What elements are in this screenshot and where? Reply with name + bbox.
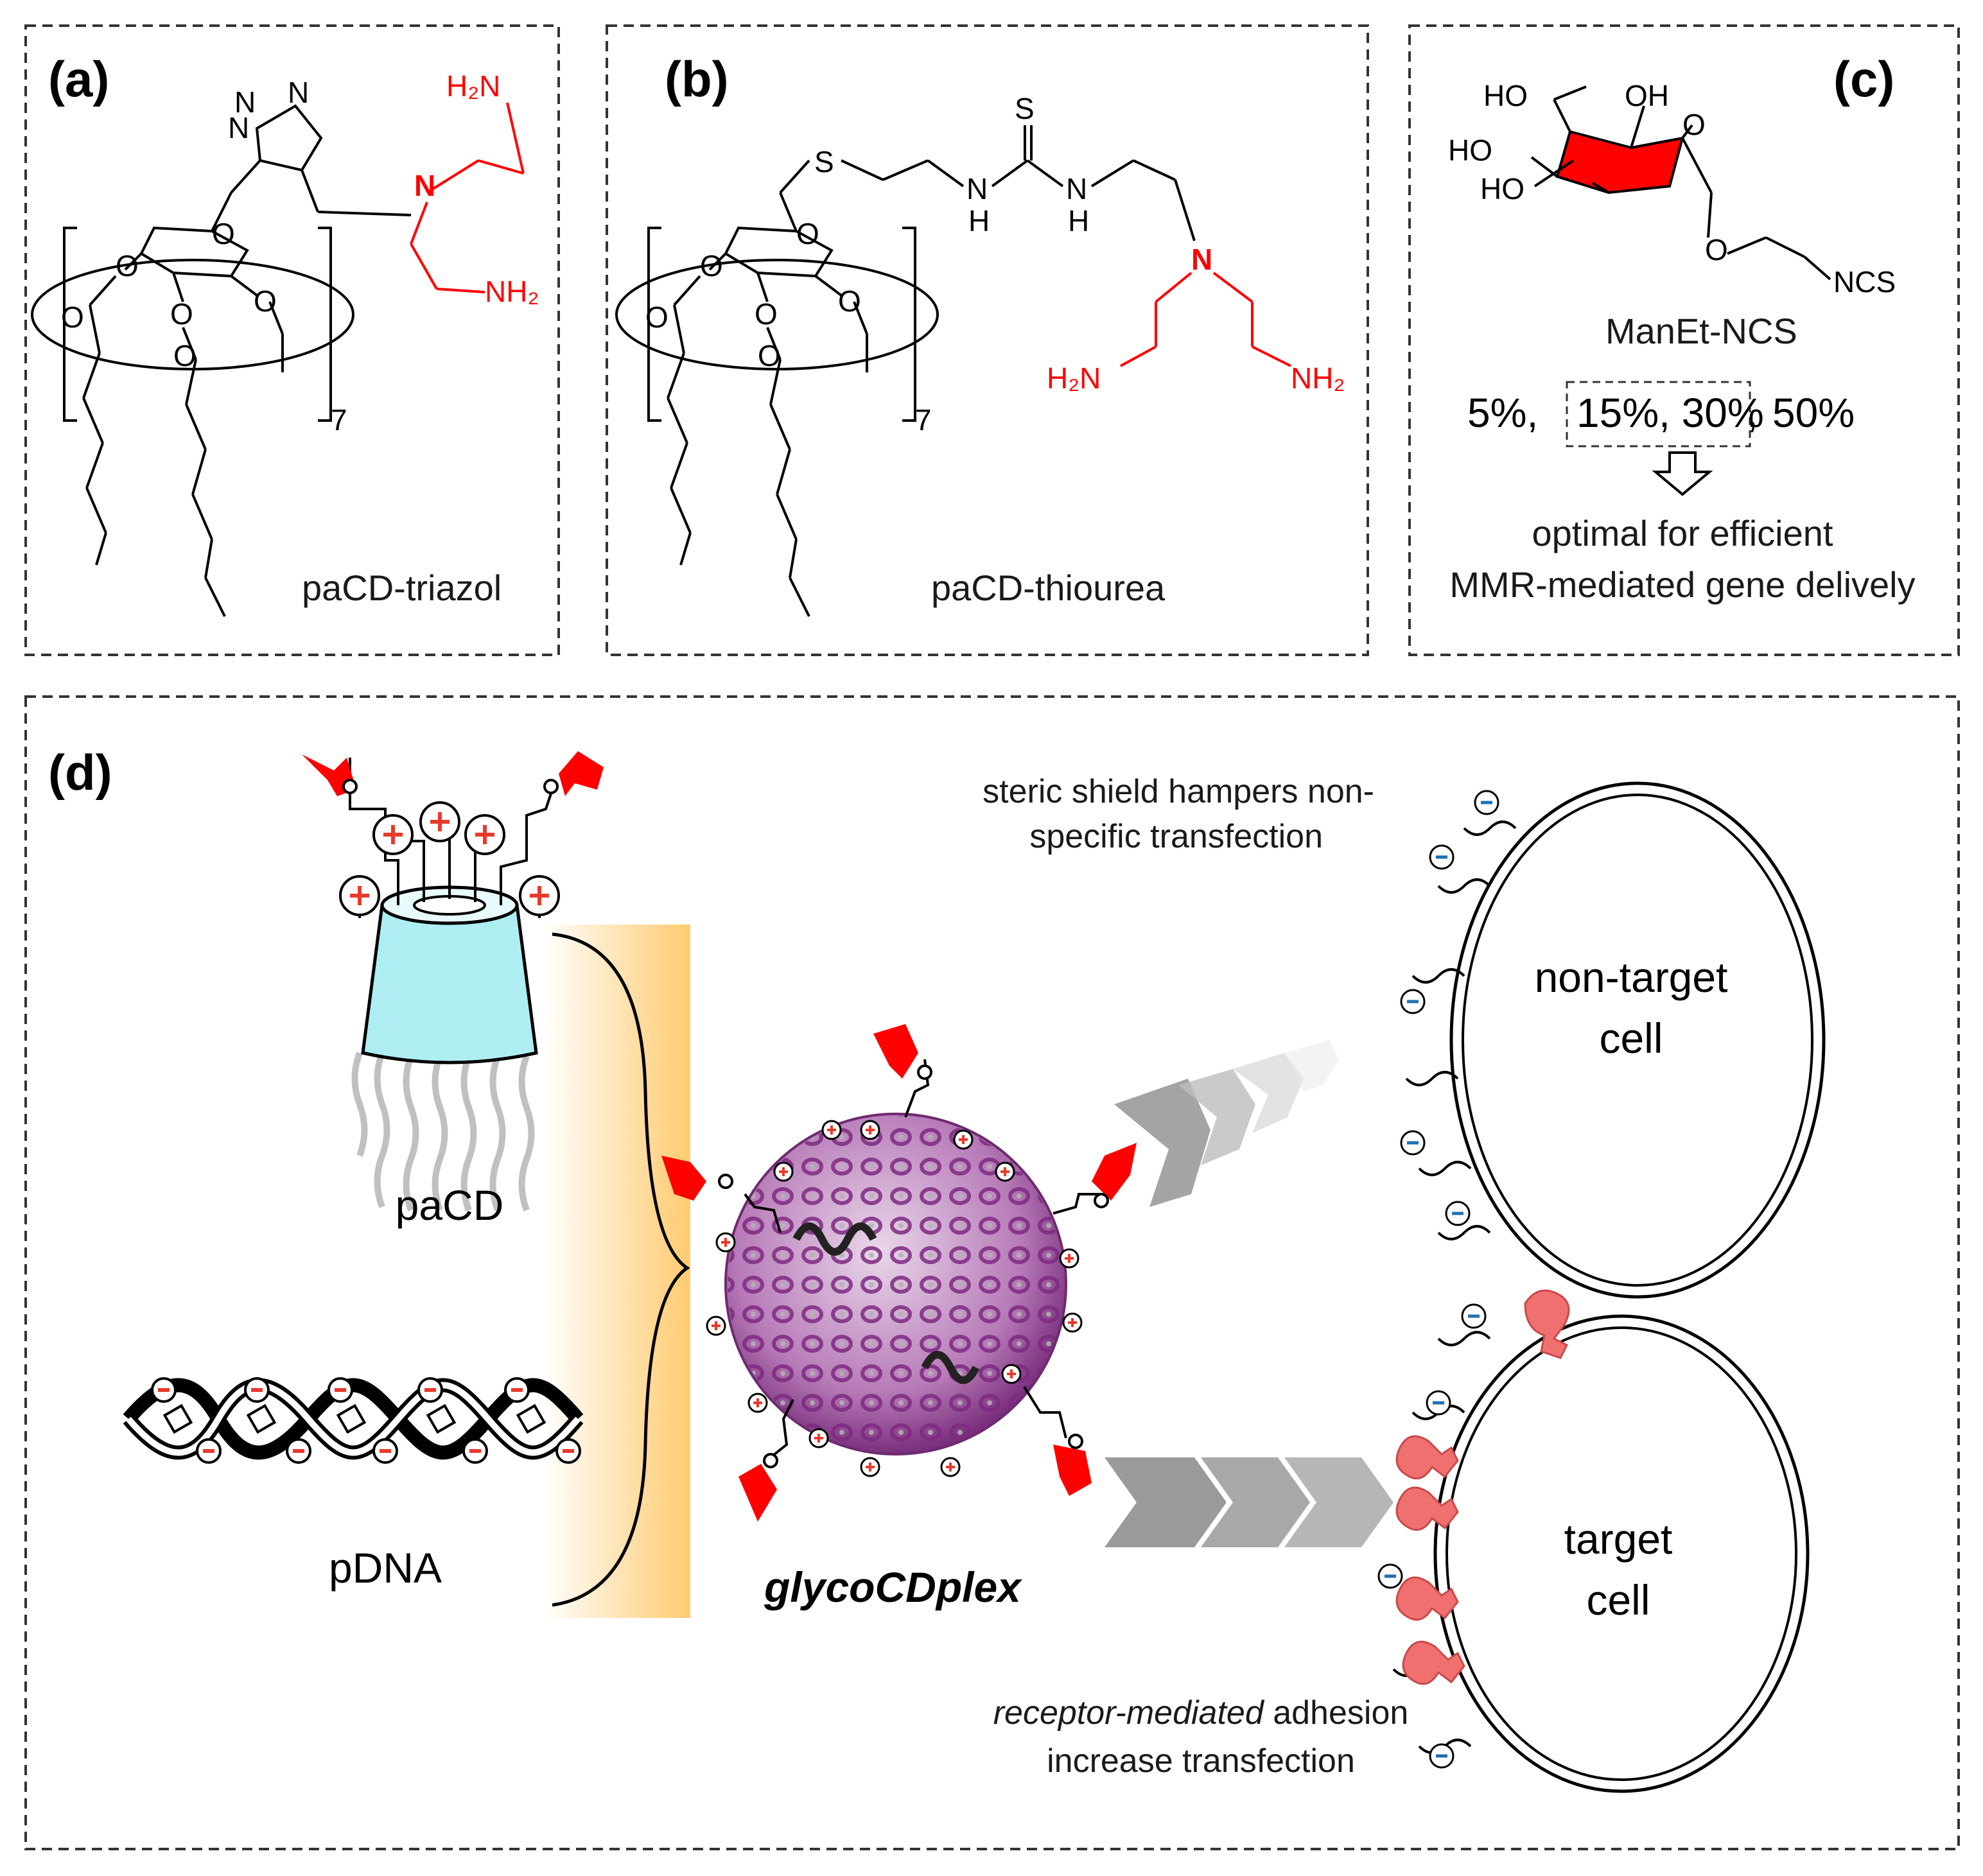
- mannose-ho2: HO: [1448, 134, 1492, 167]
- adhesion-caption-1: receptor-mediated adhesion: [993, 1694, 1409, 1732]
- panel-a-border: [24, 24, 560, 656]
- pacd-cartoon: paCD: [302, 751, 604, 1229]
- pacd-label: paCD: [396, 1181, 504, 1229]
- amine-h2n-b: H₂N: [1047, 361, 1101, 395]
- repeat-subscript-a: 7: [331, 403, 347, 437]
- panel-c-label: (c): [1833, 51, 1894, 107]
- thiourea-n1: N: [966, 172, 988, 205]
- panel-c: (c) HO OH HO HO O O NCS ManEt-NCS 5%, 15…: [1448, 51, 1916, 605]
- compound-a-name: paCD-triazol: [302, 568, 502, 608]
- assembly-gradient: [543, 925, 690, 1618]
- optimal-ratio-box: [1566, 381, 1751, 447]
- glyco-o-b: O: [838, 284, 861, 318]
- mannose-flag-icon: [302, 754, 358, 796]
- panel-b-border: [606, 24, 1369, 656]
- mannose-link-o: O: [1705, 233, 1728, 266]
- ratio-50: 50%: [1772, 390, 1855, 436]
- panel-c-border: [1408, 24, 1960, 656]
- thiourea-h2: H: [1068, 204, 1089, 238]
- upper-arrow: [1114, 1040, 1339, 1207]
- mannose-receptors: [1395, 1289, 1570, 1685]
- cell-surface-charges-t: [1377, 1303, 1487, 1769]
- ratio-comma: ,: [1747, 390, 1758, 436]
- panel-d: (d): [48, 744, 1826, 1793]
- compound-c-name: ManEt-NCS: [1605, 311, 1797, 351]
- amine-nh2-b: NH₂: [1291, 361, 1345, 395]
- mannose-ho3: HO: [1480, 172, 1524, 205]
- target-label-2: cell: [1586, 1576, 1650, 1624]
- triazole-n3: N: [288, 76, 309, 109]
- adhesion-italic: receptor-mediated: [993, 1694, 1265, 1732]
- down-arrow-icon: [1652, 451, 1713, 496]
- glycocdplex-particle: glycoCDplex: [661, 1024, 1137, 1611]
- ester-o-a2: O: [170, 297, 193, 331]
- adhesion-rest: adhesion: [1264, 1694, 1409, 1732]
- pdna-label: pDNA: [329, 1544, 442, 1592]
- anionic-charges-pdna: [151, 1377, 581, 1464]
- repeat-subscript-b: 7: [915, 403, 932, 437]
- compound-b-name: paCD-thiourea: [931, 568, 1166, 608]
- mannose-ring-o: O: [1682, 108, 1706, 141]
- target-label-1: target: [1564, 1515, 1673, 1563]
- panel-d-label: (d): [48, 744, 112, 801]
- adhesion-caption-2: increase transfection: [1047, 1742, 1355, 1780]
- ester-o-a1: O: [116, 249, 139, 282]
- thiourea-n2: N: [1066, 172, 1087, 205]
- glycocdplex-label: glycoCDplex: [764, 1563, 1022, 1611]
- optimal-note-2: MMR-mediated gene delively: [1449, 564, 1915, 605]
- glyco-o-a: O: [254, 284, 277, 318]
- carbonyl-o-a2: O: [173, 339, 197, 372]
- linker-s: S: [814, 145, 834, 178]
- panel-a-label: (a): [48, 51, 109, 107]
- ring-o-a: O: [212, 217, 235, 250]
- thiourea-h1: H: [968, 204, 990, 238]
- cationic-charges-pacd: [339, 801, 560, 916]
- non-target-label-2: cell: [1599, 1014, 1663, 1062]
- triazole-n2: N: [234, 85, 256, 119]
- mannose-ring: [1555, 130, 1684, 195]
- ratio-15-30: 15%, 30%: [1577, 390, 1764, 436]
- thiourea-s: S: [1015, 92, 1035, 125]
- panel-d-border: [24, 695, 1960, 1850]
- non-target-cell: non-target cell: [1400, 781, 1826, 1299]
- amine-h2n: H₂N: [446, 69, 500, 103]
- cell-surface-charges-nt: [1400, 790, 1499, 1226]
- mannose-flag-icon-2: [543, 751, 604, 796]
- amine-n: N: [414, 169, 435, 202]
- triazole-n1: N: [228, 111, 249, 144]
- panel-b-label: (b): [665, 51, 729, 107]
- mannose-ncs: NCS: [1833, 265, 1896, 299]
- shield-caption-2: specific transfection: [1029, 818, 1323, 855]
- amine-nh2: NH₂: [485, 275, 539, 308]
- ester-o-b1: O: [700, 249, 723, 282]
- particle-charges: [706, 1120, 1083, 1477]
- panel-b: (b) S S N H N H: [615, 51, 1345, 617]
- cyclodextrin-cone: [361, 903, 538, 1064]
- carbonyl-o-b2: O: [758, 339, 781, 372]
- optimal-note-1: optimal for efficient: [1532, 513, 1833, 553]
- carbonyl-o-b1: O: [645, 300, 668, 334]
- non-target-label-1: non-target: [1535, 953, 1728, 1001]
- mannose-oh: OH: [1625, 79, 1669, 112]
- mannose-ho1: HO: [1483, 79, 1528, 112]
- carbonyl-o-a1: O: [61, 300, 84, 334]
- pdna-cartoon: pDNA: [123, 1377, 584, 1592]
- target-cell: target cell: [1377, 1289, 1810, 1793]
- panel-a: (a) N N N N H₂N NH₂: [31, 51, 539, 617]
- amine-n-b: N: [1191, 243, 1212, 276]
- assembly-brace: [552, 932, 690, 1607]
- ester-o-b2: O: [755, 297, 778, 331]
- ratio-5: 5%,: [1467, 390, 1538, 436]
- shield-caption-1: steric shield hampers non-: [983, 773, 1374, 810]
- ring-o-b: O: [796, 217, 819, 250]
- lower-arrow: [1105, 1457, 1393, 1547]
